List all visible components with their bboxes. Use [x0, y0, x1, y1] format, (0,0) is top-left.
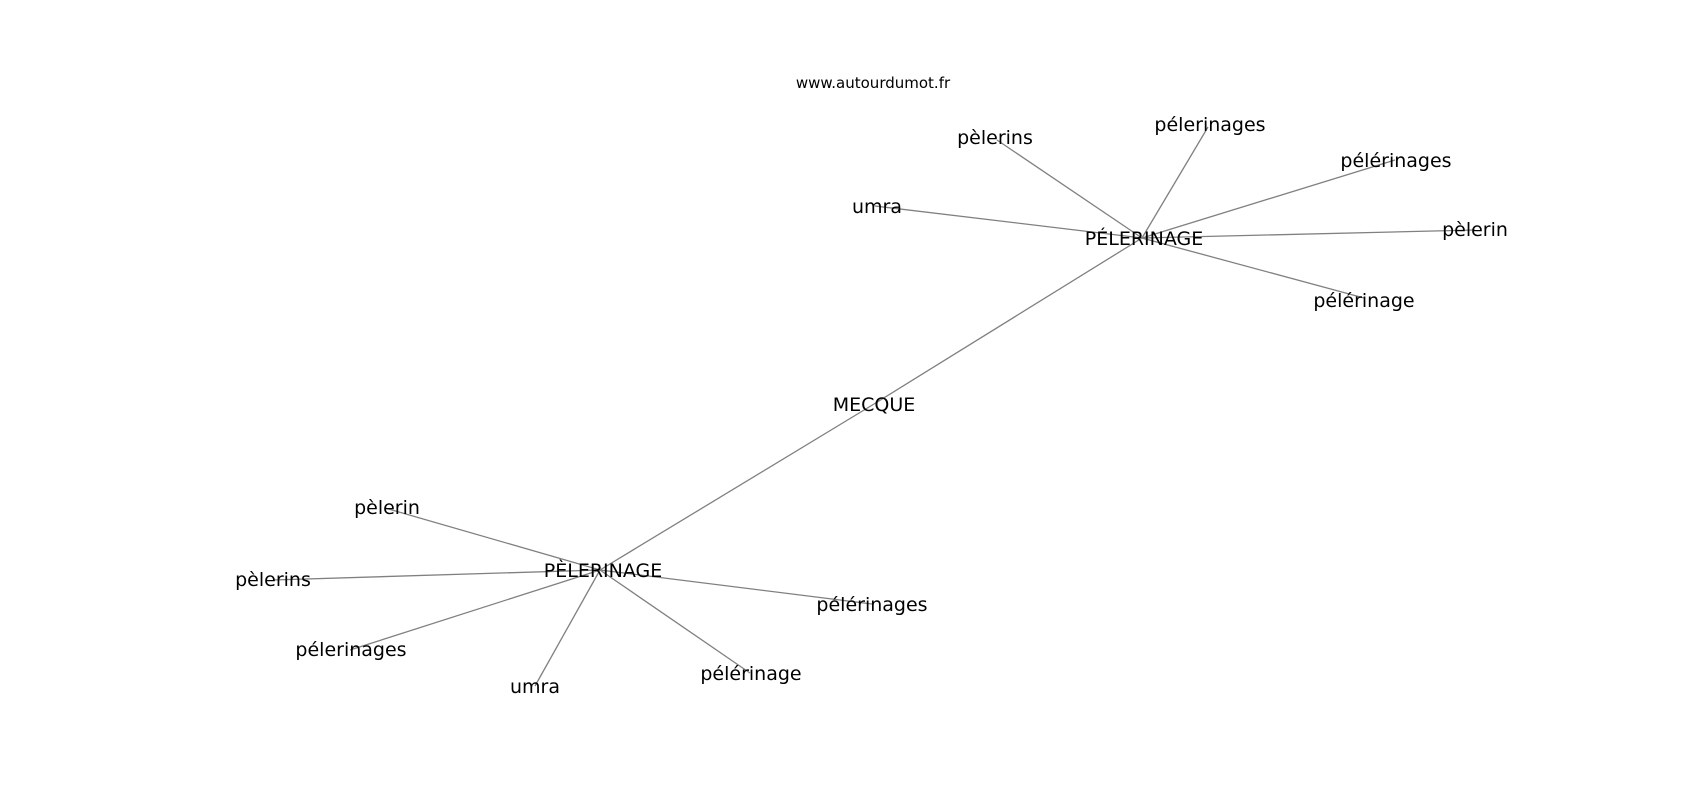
node-label-b-pelerinages2: pélérinages — [816, 594, 927, 616]
edge-pelerinage-a-pelerin — [1141, 229, 1476, 239]
node-label-a-pelerinages1: pélerinages — [1154, 114, 1265, 136]
edge-pelerinage-b-pelerinages2 — [599, 569, 873, 605]
edge-pelerinage-a-pelerinages2 — [1141, 159, 1396, 239]
node-label-b-pelerin: pèlerin — [354, 497, 420, 519]
edge-pelerinage-b-pelerinage — [599, 569, 751, 674]
node-label-a-pelerin: pèlerin — [1442, 219, 1508, 241]
edge-pelerinage-b-pelerin — [384, 507, 601, 571]
node-label-b-umra: umra — [510, 676, 560, 698]
edge-pelerinage-b-pelerins — [272, 569, 601, 581]
edge-pelerinage-b-umra — [534, 569, 601, 687]
edge-pelerinage-a-umra — [874, 205, 1143, 239]
edge-mecque-pelerinage-a — [873, 237, 1143, 405]
node-label-b-pelerinage: pélérinage — [700, 663, 801, 685]
node-label-a-pelerinage: pélérinage — [1313, 290, 1414, 312]
edge-pelerinage-b-pelerinages1 — [349, 569, 601, 651]
node-label-pelerinage-b: PÈLERINAGE — [544, 559, 662, 582]
node-label-a-umra: umra — [852, 196, 902, 218]
node-label-pelerinage-a: PÉLERINAGE — [1085, 227, 1203, 250]
edge-pelerinage-a-pelerinages1 — [1141, 126, 1209, 239]
source-watermark: www.autourdumot.fr — [796, 74, 951, 92]
node-label-b-pelerins: pèlerins — [235, 569, 311, 591]
node-label-a-pelerinages2: pélérinages — [1340, 150, 1451, 172]
node-label-mecque: MECQUE — [833, 394, 916, 416]
edge-pelerinage-a-pelerinage — [1141, 237, 1365, 299]
edge-pelerinage-a-pelerins — [996, 139, 1143, 239]
labels-layer: www.autourdumot.fr MECQUE PÉLERINAGE PÈL… — [235, 74, 1508, 698]
node-label-b-pelerinages1: pélerinages — [295, 639, 406, 661]
edge-mecque-pelerinage-b — [599, 403, 875, 571]
node-label-a-pelerins: pèlerins — [957, 127, 1033, 149]
edges-layer — [272, 126, 1476, 687]
